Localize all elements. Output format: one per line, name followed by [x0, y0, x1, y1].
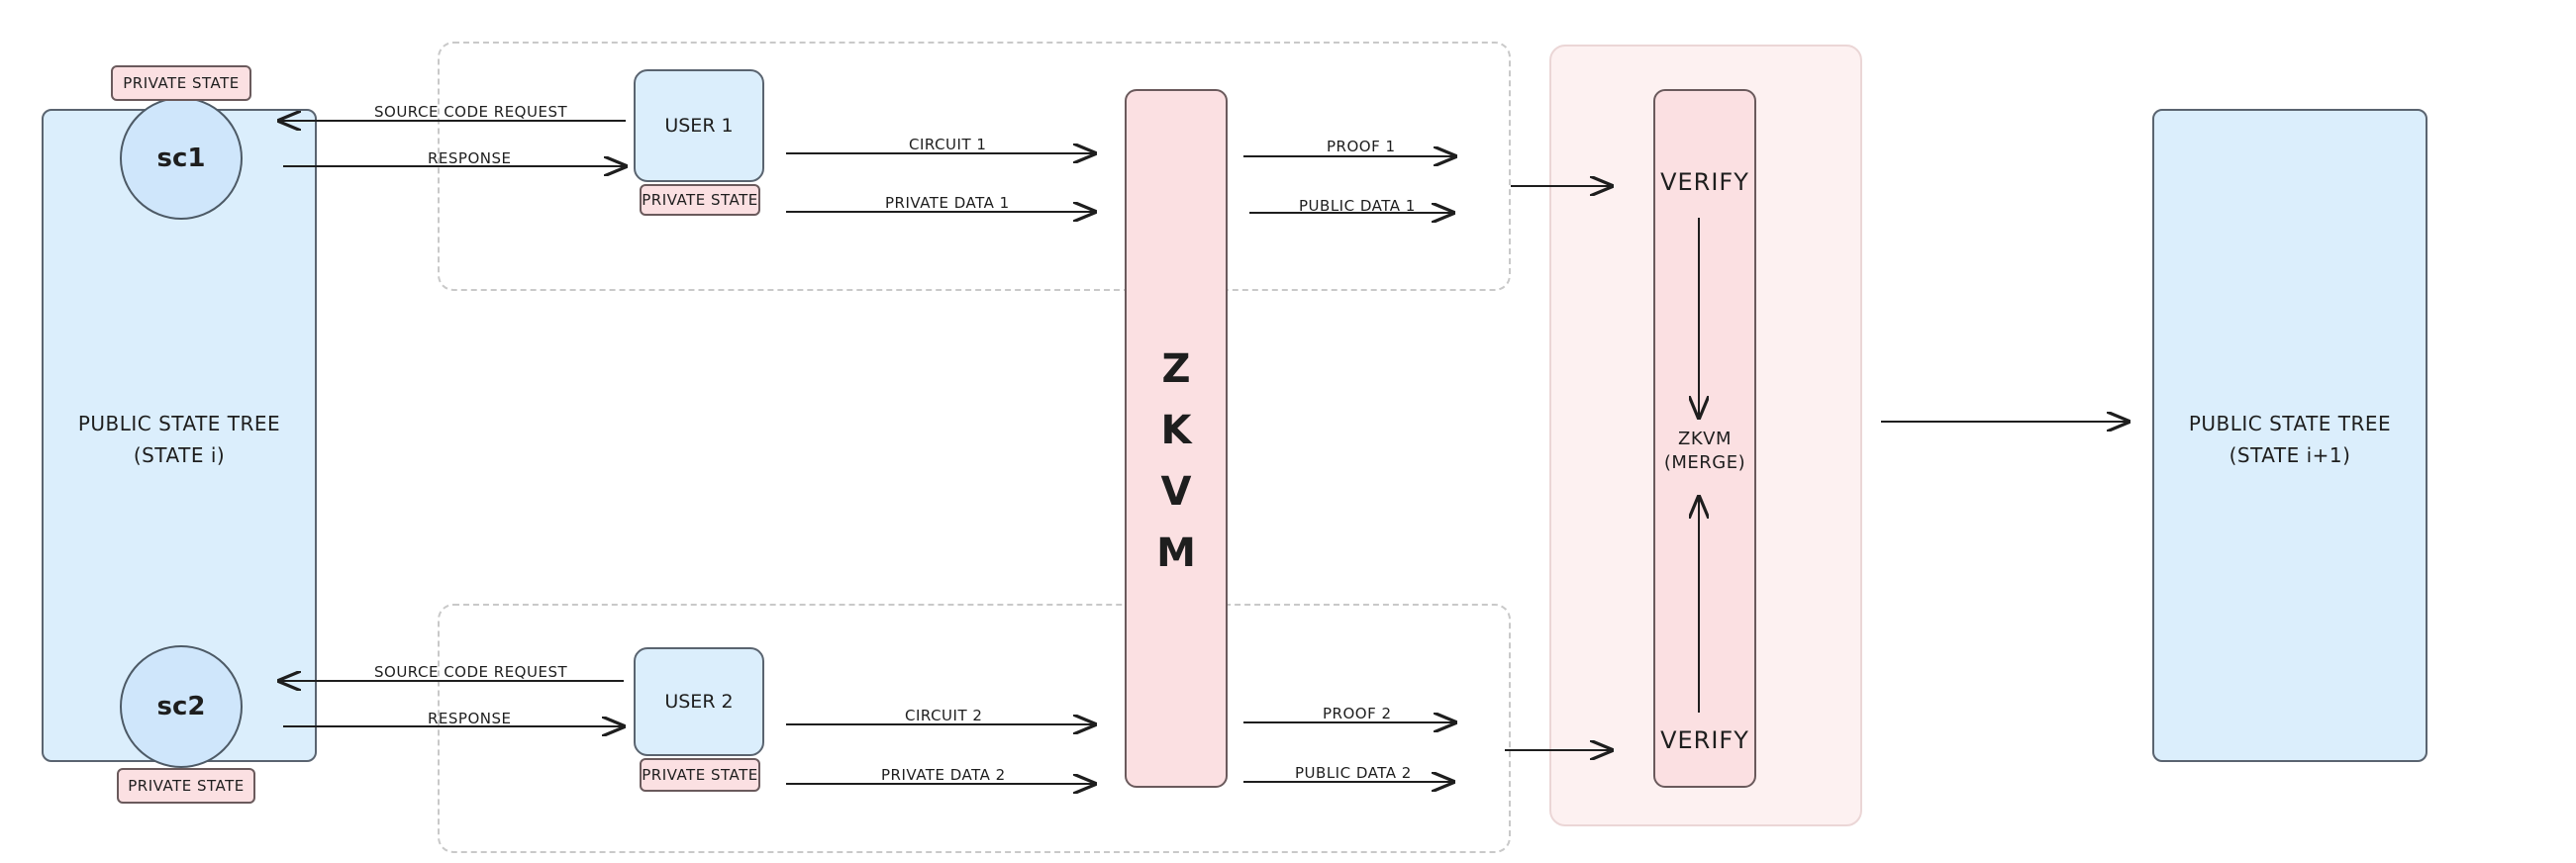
public-state-tree-right[interactable]: PUBLIC STATE TREE (STATE i+1) — [2152, 109, 2427, 762]
user2-group — [438, 604, 1511, 853]
sc2-private-state-label: PRIVATE STATE — [128, 777, 245, 795]
verify-bottom: VERIFY — [1660, 726, 1749, 754]
label-public-data2: PUBLIC DATA 2 — [1295, 764, 1412, 782]
public-state-tree-right-state: (STATE i+1) — [2229, 443, 2351, 467]
public-state-tree-right-label: PUBLIC STATE TREE (STATE i+1) — [2154, 408, 2426, 471]
label-private-data2: PRIVATE DATA 2 — [881, 766, 1006, 784]
label-user2-response: RESPONSE — [428, 710, 512, 727]
zkvm-letter-v: V — [1160, 469, 1192, 515]
zkvm-letter-m: M — [1156, 530, 1196, 576]
public-state-tree-left-state: (STATE i) — [133, 443, 226, 467]
zkvm-merge-label: ZKVM (MERGE) — [1655, 428, 1754, 475]
zkvm-letter-z: Z — [1161, 346, 1191, 392]
user1-private-state: PRIVATE STATE — [640, 184, 760, 216]
user2-node[interactable]: USER 2 — [634, 647, 764, 756]
sc2-label: sc2 — [156, 692, 206, 721]
merge-column[interactable]: VERIFY ZKVM (MERGE) VERIFY — [1653, 89, 1756, 788]
label-private-data1: PRIVATE DATA 1 — [885, 194, 1010, 212]
user1-node[interactable]: USER 1 — [634, 69, 764, 182]
zkvm-letter-k: K — [1160, 408, 1192, 453]
user2-private-state-label: PRIVATE STATE — [642, 766, 758, 784]
zkvm-merge-title: ZKVM — [1678, 429, 1732, 449]
label-public-data1: PUBLIC DATA 1 — [1299, 197, 1416, 215]
sc2-node[interactable]: sc2 — [120, 645, 243, 768]
public-state-tree-left-label: PUBLIC STATE TREE (STATE i) — [44, 408, 315, 471]
label-circuit2: CIRCUIT 2 — [905, 707, 983, 724]
zkvm-column[interactable]: Z K V M — [1125, 89, 1228, 788]
label-proof2: PROOF 2 — [1323, 705, 1392, 722]
verify-top: VERIFY — [1660, 168, 1749, 196]
label-proof1: PROOF 1 — [1327, 138, 1396, 155]
user2-label: USER 2 — [664, 691, 734, 713]
user2-private-state: PRIVATE STATE — [640, 758, 760, 792]
sc1-private-state-label: PRIVATE STATE — [123, 74, 240, 92]
public-state-tree-right-title: PUBLIC STATE TREE — [2188, 412, 2392, 435]
zkvm-letters: Z K V M — [1127, 338, 1226, 584]
user1-label: USER 1 — [664, 115, 734, 137]
sc1-node[interactable]: sc1 — [120, 97, 243, 220]
sc1-private-state: PRIVATE STATE — [111, 65, 251, 101]
label-user2-request: SOURCE CODE REQUEST — [374, 663, 568, 681]
sc1-label: sc1 — [156, 144, 206, 173]
user1-private-state-label: PRIVATE STATE — [642, 191, 758, 209]
label-circuit1: CIRCUIT 1 — [909, 136, 987, 153]
label-user1-request: SOURCE CODE REQUEST — [374, 103, 568, 121]
label-user1-response: RESPONSE — [428, 149, 512, 167]
sc2-private-state: PRIVATE STATE — [117, 768, 255, 804]
public-state-tree-left-title: PUBLIC STATE TREE — [77, 412, 281, 435]
zkvm-merge-sub: (MERGE) — [1663, 452, 1746, 473]
